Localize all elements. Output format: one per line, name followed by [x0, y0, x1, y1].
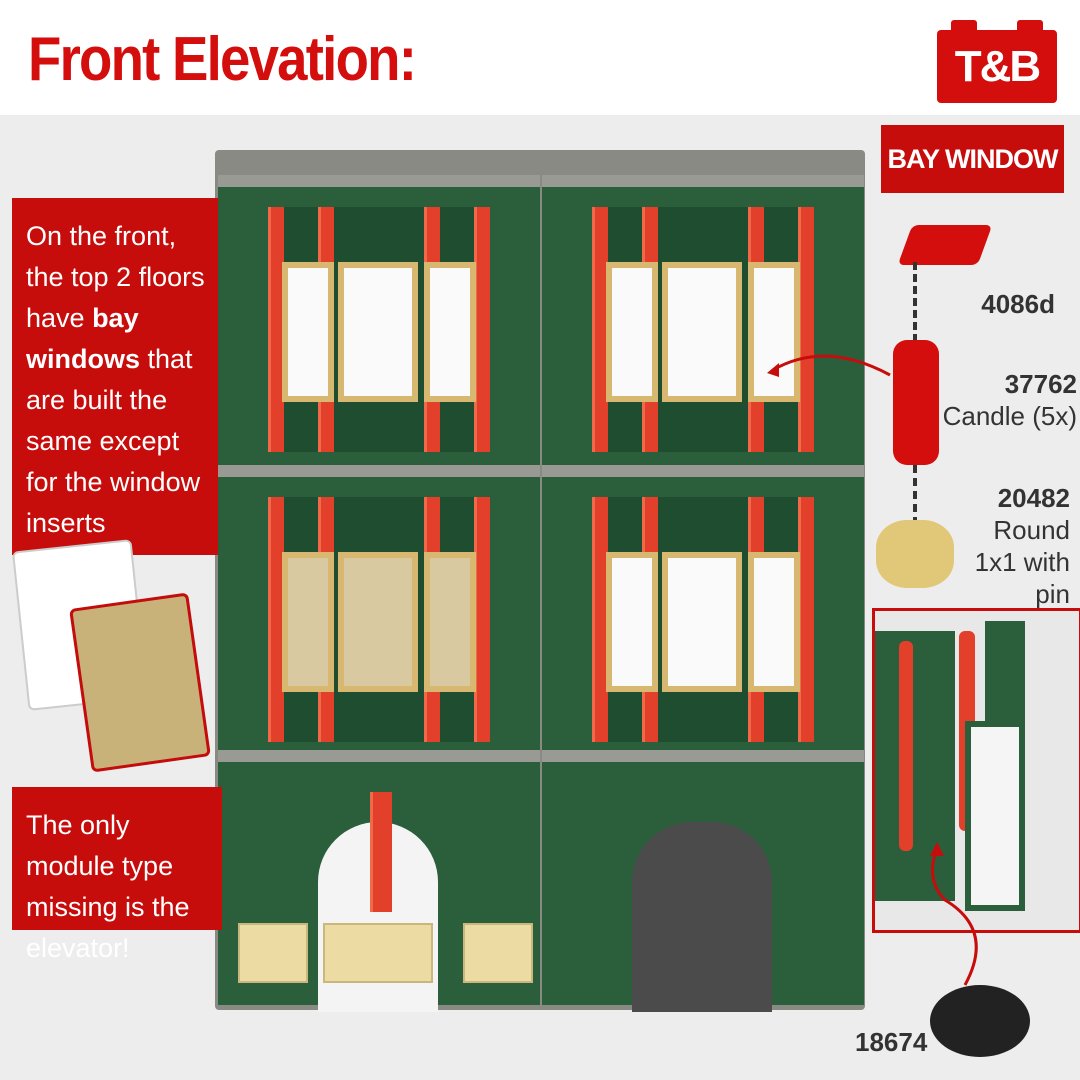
note-text: that are built the same except for the w… [26, 344, 201, 538]
round-1x1-image [876, 520, 954, 588]
part-id: 37762 [1004, 369, 1077, 399]
bay-floor [218, 465, 540, 742]
right-module [542, 175, 864, 1012]
ground-floor [218, 750, 540, 1012]
part-18674-image [930, 985, 1030, 1057]
part-18674: 18674 [855, 1026, 928, 1058]
bay-floor [218, 175, 540, 452]
newspaper-tile [69, 592, 211, 773]
bay-floor [542, 465, 864, 742]
ground-floor [542, 750, 864, 1012]
building-photo [215, 150, 865, 1012]
note-bold: bay windows [26, 303, 140, 374]
detail-inset [872, 608, 1080, 933]
inset-arrow [930, 842, 978, 986]
tb-logo: T&B [937, 20, 1057, 103]
elevator-note: The only module type missing is the elev… [12, 787, 222, 963]
note-text: On the front, the top 2 floors have [26, 221, 205, 333]
dashed-connector [913, 262, 917, 342]
part-4086d: 4086d [940, 288, 1055, 320]
part-name: Candle (5x) [942, 401, 1077, 431]
page-title: Front Elevation: [28, 25, 417, 94]
header-band [0, 0, 1080, 115]
dashed-connector [913, 465, 917, 525]
bay-window-label: BAY WINDOW [881, 125, 1064, 193]
candle-image [893, 340, 939, 465]
part-4086d-image [897, 225, 993, 265]
part-id: 20482 [997, 483, 1070, 513]
part-id: 4086d [981, 289, 1055, 319]
bay-floor [542, 175, 864, 452]
pointer-arrow [767, 354, 891, 377]
part-name: Round 1x1 with pin [974, 515, 1070, 609]
left-module [218, 175, 540, 1012]
part-id: 18674 [855, 1027, 928, 1057]
bay-window-note: On the front, the top 2 floors have bay … [12, 198, 218, 555]
